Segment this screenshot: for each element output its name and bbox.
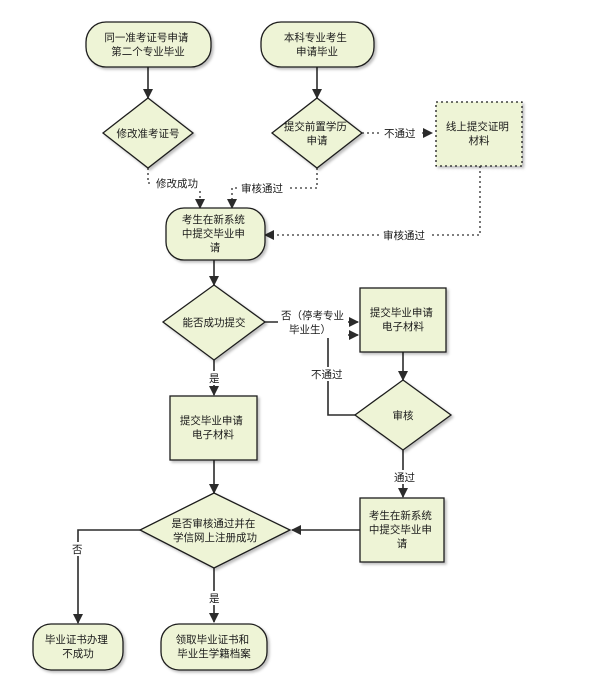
edge-label-no-2: 否	[72, 544, 83, 556]
edge-label-modify-success: 修改成功	[156, 177, 198, 190]
edge-label-review-pass-1: 审核通过	[241, 182, 283, 195]
node-labels: 同一准考证号申请 第二个专业毕业 本科专业考生 申请毕业 修改准考证号 提交前置…	[45, 31, 512, 660]
edge-prior-to-apply	[227, 168, 318, 209]
submit-prior-degree-diamond	[270, 97, 364, 169]
can-submit-label: 能否成功提交	[183, 316, 246, 329]
edge-labels: 修改成功 审核通过 不通过 审核通过 否（停考专业 毕业生） 是 不通过 通过 …	[71, 126, 432, 605]
review-label: 审核	[393, 409, 414, 422]
apply-new-system-top-node	[165, 207, 266, 261]
edge-label-no-stop-exam: 否（停考专业 毕业生）	[281, 309, 347, 336]
modify-exam-no-label: 修改准考证号	[117, 127, 180, 140]
edge-label-yes-2: 是	[209, 593, 220, 605]
submit-materials-left-label: 提交毕业申请 电子材料	[180, 414, 246, 441]
edge-label-review-pass-2: 审核通过	[383, 229, 425, 242]
apply-new-system-right-node	[359, 497, 445, 563]
edge-approved-to-fail	[73, 529, 142, 624]
edge-offline-to-apply	[264, 166, 481, 240]
edge-label-pass: 通过	[394, 471, 415, 484]
review-diamond	[353, 379, 453, 451]
cert-fail-label: 毕业证书办理 不成功	[45, 633, 111, 660]
start-bachelor-node	[260, 21, 375, 68]
edge-label-yes-1: 是	[209, 373, 220, 385]
edge-label-not-pass-2: 不通过	[311, 368, 343, 381]
start-same-exam-no-label: 同一准考证号申请 第二个专业毕业	[104, 31, 191, 58]
nodes	[32, 21, 523, 671]
receive-cert-node	[160, 623, 268, 671]
offline-certificate-node	[435, 101, 523, 167]
approved-registered-label: 是否审核通过并在 学信网上注册成功	[171, 517, 258, 544]
offline-certificate-label: 线上提交证明 材料	[446, 120, 512, 147]
submit-materials-right-node	[359, 287, 447, 353]
submit-materials-left-node	[169, 395, 258, 461]
approved-registered-diamond	[138, 492, 292, 569]
apply-new-system-right-label: 考生在新系统 中提交毕业申 请	[369, 509, 435, 550]
edge-label-not-pass-1: 不通过	[384, 127, 416, 140]
apply-new-system-top-label: 考生在新系统 中提交毕业申 请	[182, 213, 248, 254]
cert-fail-node	[32, 623, 124, 671]
can-submit-diamond	[161, 284, 267, 361]
submit-prior-degree-label: 提交前置学历 申请	[284, 120, 350, 147]
submit-materials-right-label: 提交毕业申请 电子材料	[370, 306, 436, 333]
start-bachelor-label: 本科专业考生 申请毕业	[284, 31, 350, 58]
receive-cert-label: 领取毕业证书和 毕业生学籍档案	[176, 633, 253, 660]
modify-exam-no-diamond	[101, 97, 195, 169]
start-same-exam-no-node	[85, 21, 212, 68]
